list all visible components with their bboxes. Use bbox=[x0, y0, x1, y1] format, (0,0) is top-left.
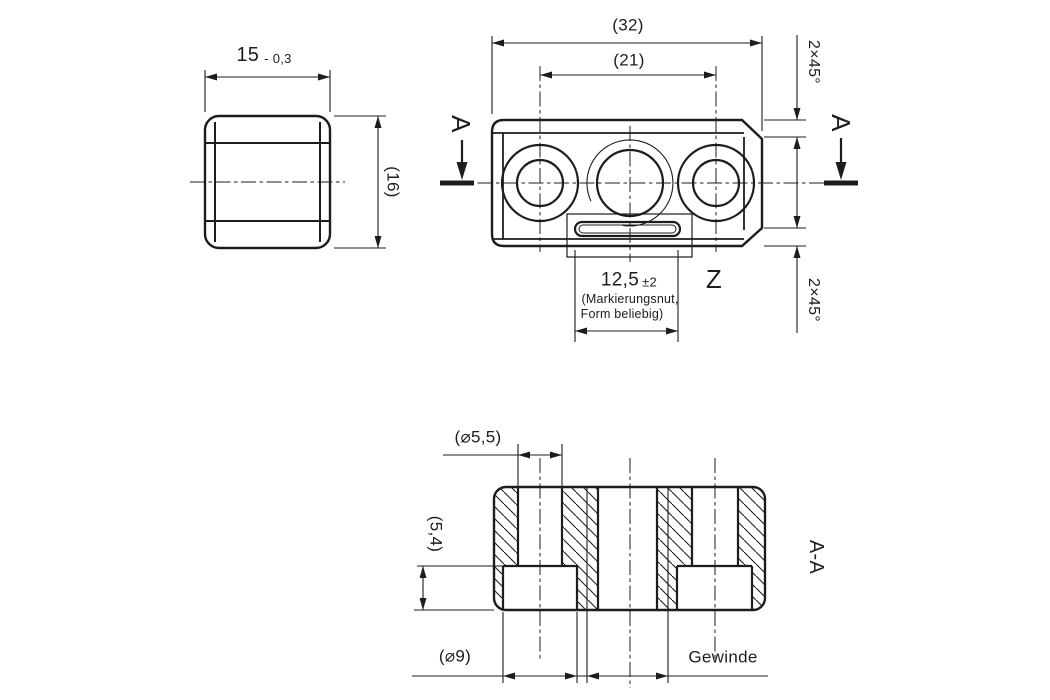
side-width-value: 15 bbox=[236, 44, 260, 66]
side-height-dim-label: (16) bbox=[383, 166, 403, 198]
slot-dim-value: 12,5 bbox=[600, 269, 640, 291]
thread-label: Gewinde bbox=[688, 647, 758, 667]
chamfer-top-dim-label: 2×45° bbox=[805, 40, 822, 84]
front-view-centerlines bbox=[452, 66, 856, 262]
slot-note-line1: (Markierungsnut, bbox=[581, 291, 679, 306]
marking-slot bbox=[573, 220, 682, 238]
slot-dim-tolerance: ±2 bbox=[642, 274, 658, 290]
slot-note-line2: Form beliebig) bbox=[580, 306, 664, 321]
section-dim-arrows bbox=[419, 451, 668, 680]
section-marker-a-left: A bbox=[446, 115, 476, 133]
overall-width-dim-label: (32) bbox=[612, 15, 644, 35]
hole-spacing-dim-label: (21) bbox=[613, 50, 645, 70]
bore-dia-dim-label: (⌀5,5) bbox=[454, 427, 502, 447]
front-view-dim-arrows bbox=[492, 39, 801, 335]
section-hatching bbox=[494, 487, 765, 610]
section-centerlines bbox=[539, 458, 716, 688]
counterbore-dia-dim-label: (⌀9) bbox=[438, 646, 472, 666]
section-view-linework bbox=[412, 444, 768, 688]
thread-major-arc bbox=[586, 139, 674, 227]
side-width-tolerance: - 0,3 bbox=[264, 51, 292, 66]
chamfer-dim-lines bbox=[764, 35, 806, 333]
slot-dim-label: 12,5±2 bbox=[601, 271, 657, 290]
section-cut-markers bbox=[440, 138, 858, 186]
side-view-linework bbox=[190, 70, 386, 250]
side-view-dim-arrows bbox=[205, 73, 382, 248]
counterbore-depth-dim-label: (5,4) bbox=[426, 515, 446, 553]
chamfer-bottom-dim-label: 2×45° bbox=[805, 278, 822, 322]
detail-z-label: Z bbox=[705, 264, 723, 294]
front-view-linework bbox=[440, 35, 858, 342]
section-title-label: A-A bbox=[805, 539, 827, 575]
side-width-dim-label: 15 - 0,3 bbox=[236, 45, 291, 65]
section-marker-a-right: A bbox=[826, 114, 856, 132]
